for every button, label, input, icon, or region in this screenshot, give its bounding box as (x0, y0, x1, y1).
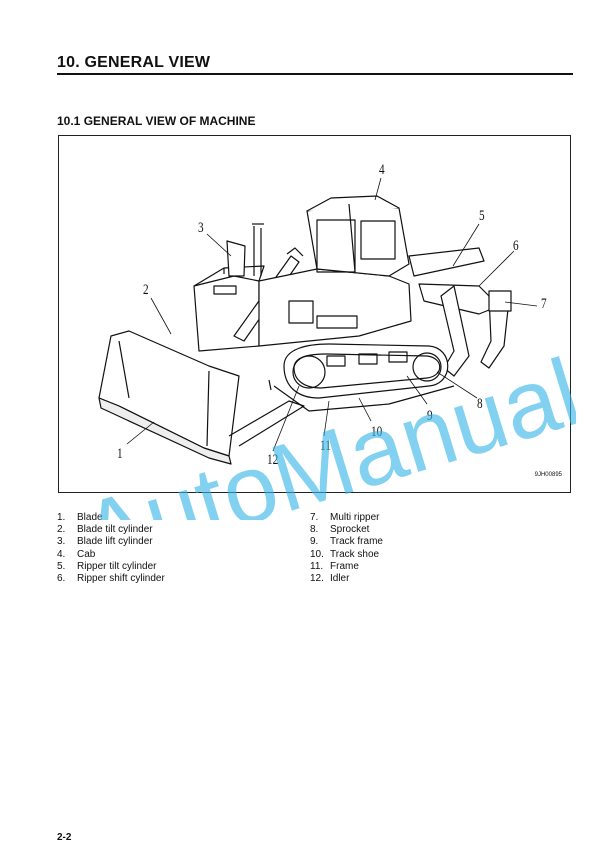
list-item: 8.Sprocket (310, 524, 370, 536)
list-item: 7.Multi ripper (310, 512, 380, 523)
list-item: 2.Blade tilt cylinder (57, 524, 153, 536)
callout-9: 9 (427, 408, 433, 424)
list-item: 10.Track shoe (310, 548, 380, 560)
page-title: 10. GENERAL VIEW (57, 54, 573, 75)
list-item: 12.Idler (310, 573, 350, 585)
callout-3: 3 (198, 220, 204, 236)
list-item: 5.Ripper tilt cylinder (57, 560, 157, 572)
list-item: 1.Blade (57, 512, 103, 523)
list-item: 6.Ripper shift cylinder (57, 573, 165, 585)
callout-8: 8 (477, 396, 483, 412)
callout-1: 1 (117, 446, 123, 462)
parts-list-left: 1.Blade 2.Blade tilt cylinder 3.Blade li… (57, 512, 165, 585)
callout-7: 7 (541, 296, 547, 312)
list-item: 11.Frame (310, 560, 359, 572)
callout-4: 4 (379, 162, 385, 178)
bulldozer-drawing (98, 177, 538, 465)
parts-list-right: 7.Multi ripper 8.Sprocket 9.Track frame … (310, 512, 383, 585)
page-number: 2-2 (57, 832, 72, 843)
figure-code: 9JH00895 (534, 472, 562, 478)
callout-2: 2 (143, 282, 149, 298)
list-item: 4.Cab (57, 548, 96, 560)
callout-12: 12 (267, 452, 279, 468)
list-item: 3.Blade lift cylinder (57, 536, 153, 548)
callout-6: 6 (513, 238, 519, 254)
machine-illustration: 1 2 3 4 5 6 7 8 9 10 11 12 9JH00895 (58, 135, 571, 493)
section-heading: 10.1 GENERAL VIEW OF MACHINE (57, 114, 256, 128)
callout-10: 10 (371, 424, 383, 440)
callout-11: 11 (320, 438, 331, 454)
list-item: 9.Track frame (310, 536, 383, 548)
callout-5: 5 (479, 208, 485, 224)
